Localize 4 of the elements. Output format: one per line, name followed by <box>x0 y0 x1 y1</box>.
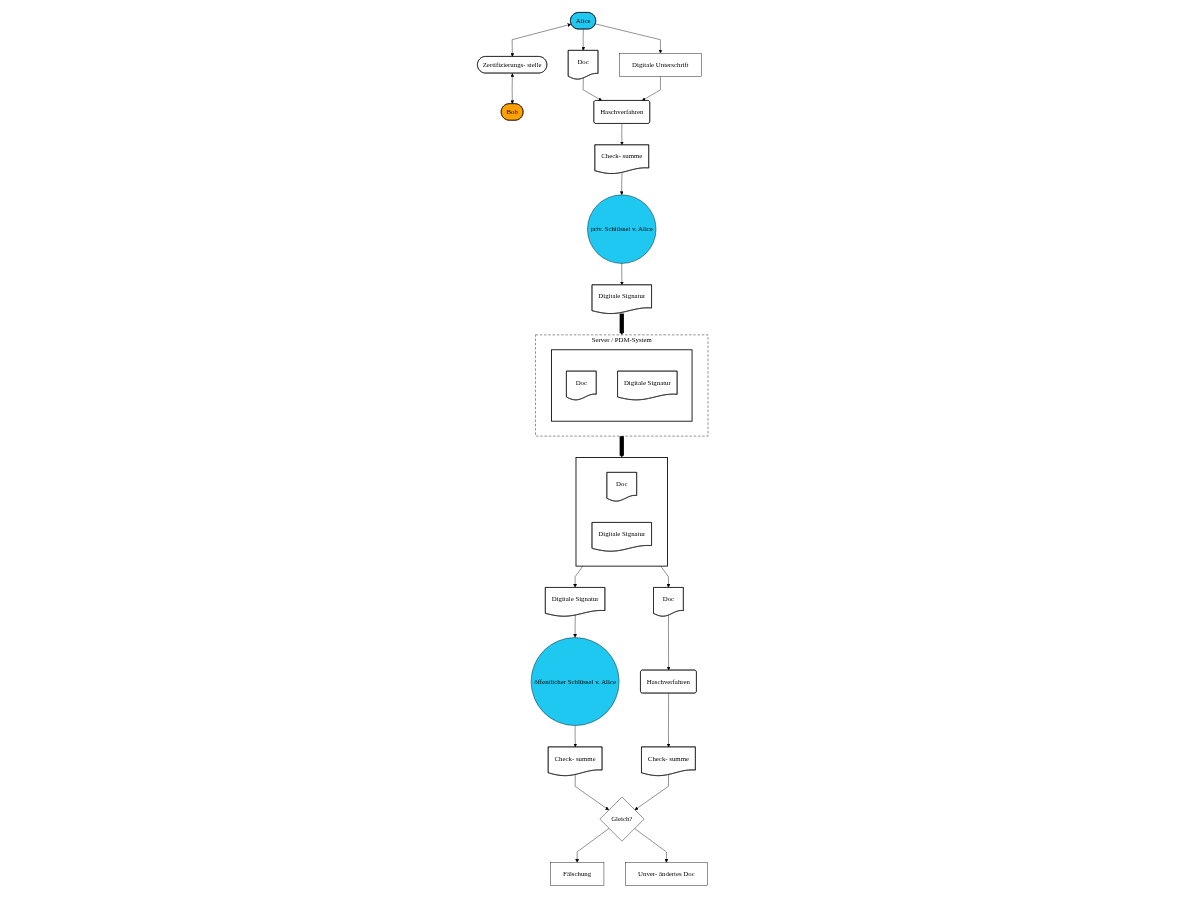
cluster <box>550 349 693 422</box>
arrow <box>619 313 624 336</box>
cluster <box>575 457 668 567</box>
arrow <box>619 436 624 458</box>
